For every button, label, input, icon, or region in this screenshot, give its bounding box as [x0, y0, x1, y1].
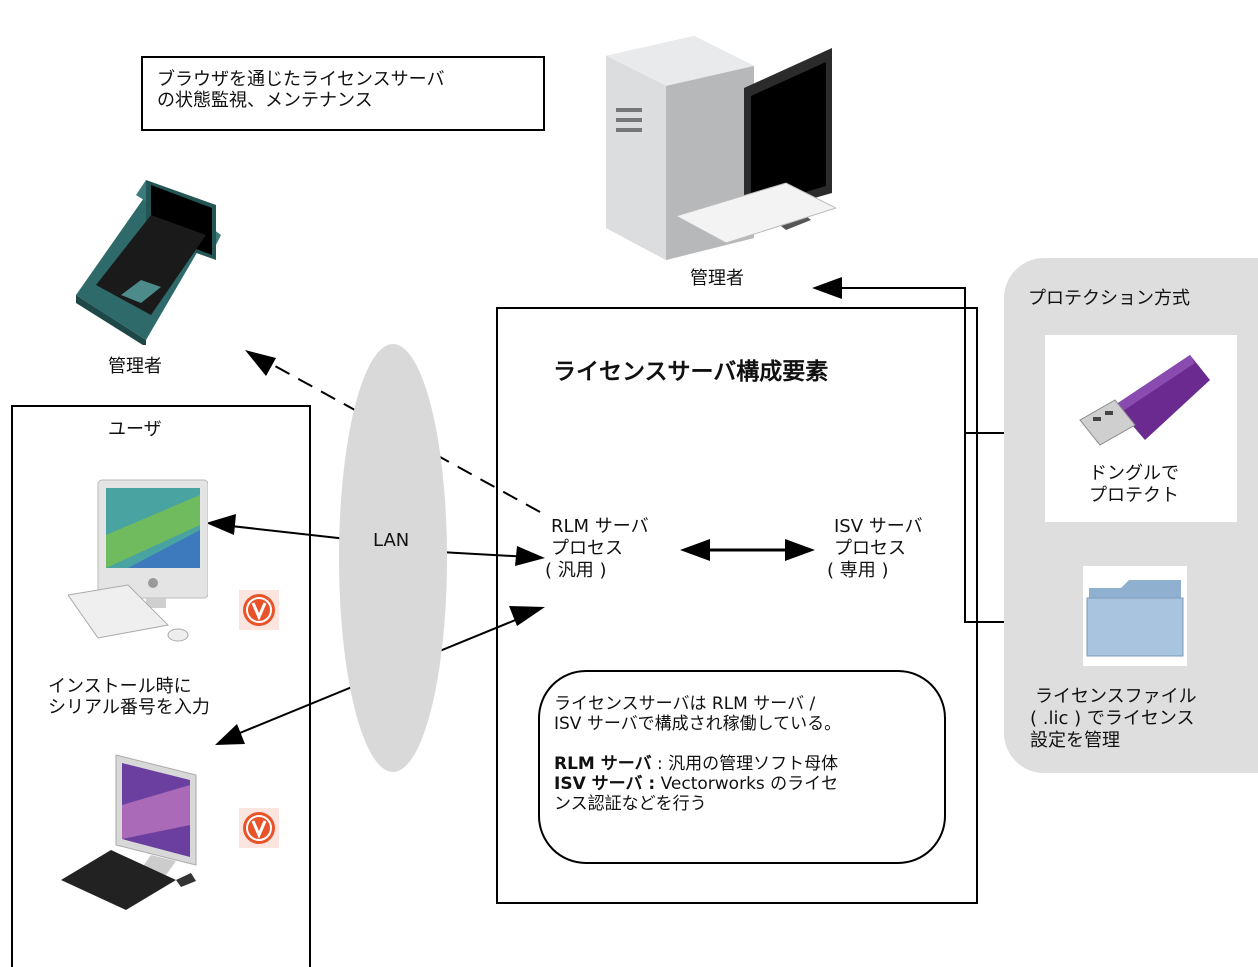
admin-left-label: 管理者 [108, 356, 162, 377]
server-note-rlm-row: RLM サーバ : 汎用の管理ソフト母体 [554, 754, 838, 774]
dashed-arrow-head [245, 350, 276, 376]
license-server-title: ライセンスサーバ構成要素 [553, 359, 829, 385]
imac-icon [68, 479, 208, 642]
dongle-card: ドングルで プロテクト [1045, 335, 1237, 522]
rlm-desc: : 汎用の管理ソフト母体 [651, 754, 839, 774]
isv-desc: Vectorworks のライセ [655, 774, 839, 794]
rlm-term: RLM サーバ [554, 754, 652, 774]
usb-dongle-icon [1079, 355, 1210, 446]
install-note-line1: インストール時に [48, 676, 192, 697]
user-box-title: ユーザ [108, 419, 162, 440]
lan-label: LAN [373, 530, 410, 551]
rlm-line3: ( 汎用 ) [545, 560, 607, 581]
isv-line2: プロセス [834, 538, 906, 559]
browser-note-line1: ブラウザを通じたライセンスサーバ [157, 69, 445, 90]
folder-icon [1086, 580, 1184, 657]
lan-ellipse [339, 344, 447, 772]
rlm-line2: プロセス [551, 538, 623, 559]
desktop-pc-icon [61, 754, 197, 910]
vectorworks-badge-icon [239, 590, 279, 630]
folder-card [1083, 566, 1187, 666]
license-server-box: ライセンスサーバ構成要素 [496, 307, 978, 904]
admin-top-label: 管理者 [690, 268, 744, 289]
browser-note-line2: の状態監視、メンテナンス [157, 90, 373, 111]
isv-term: ISV サーバ : [554, 774, 656, 794]
rlm-line1: RLM サーバ [551, 516, 649, 537]
dongle-line2: プロテクト [1089, 485, 1179, 506]
arrow-to-rlm [439, 551, 531, 558]
browser-note-box: ブラウザを通じたライセンスサーバ の状態監視、メンテナンス [141, 56, 545, 131]
user-box: ユーザ [11, 405, 311, 967]
file-line1: ライセンスファイル [1035, 686, 1197, 707]
connector-layer [206, 277, 1025, 745]
isv-line1: ISV サーバ [834, 516, 923, 537]
install-note-line2: シリアル番号を入力 [48, 697, 210, 718]
protection-title: プロテクション方式 [1028, 288, 1190, 309]
desktop-computer-icon [606, 36, 836, 260]
server-note-line2: ISV サーバで構成され稼働している。 [554, 714, 842, 734]
file-line3: 設定を管理 [1030, 730, 1120, 751]
vectorworks-badge-icon [239, 808, 279, 848]
isv-line3: ( 専用 ) [827, 560, 889, 581]
protection-bracket [830, 287, 1025, 434]
dongle-line1: ドングルで [1089, 463, 1179, 484]
server-note-isv-row: ISV サーバ : Vectorworks のライセ [554, 774, 838, 794]
laptop-icon [76, 180, 221, 345]
server-note-line1: ライセンスサーバは RLM サーバ / [554, 694, 816, 714]
server-note-line5: ンス認証などを行う [554, 794, 707, 814]
server-note-box: ライセンスサーバは RLM サーバ / ISV サーバで構成され稼働している。 … [538, 670, 946, 864]
file-line2: ( .lic ) でライセンス [1030, 708, 1195, 729]
